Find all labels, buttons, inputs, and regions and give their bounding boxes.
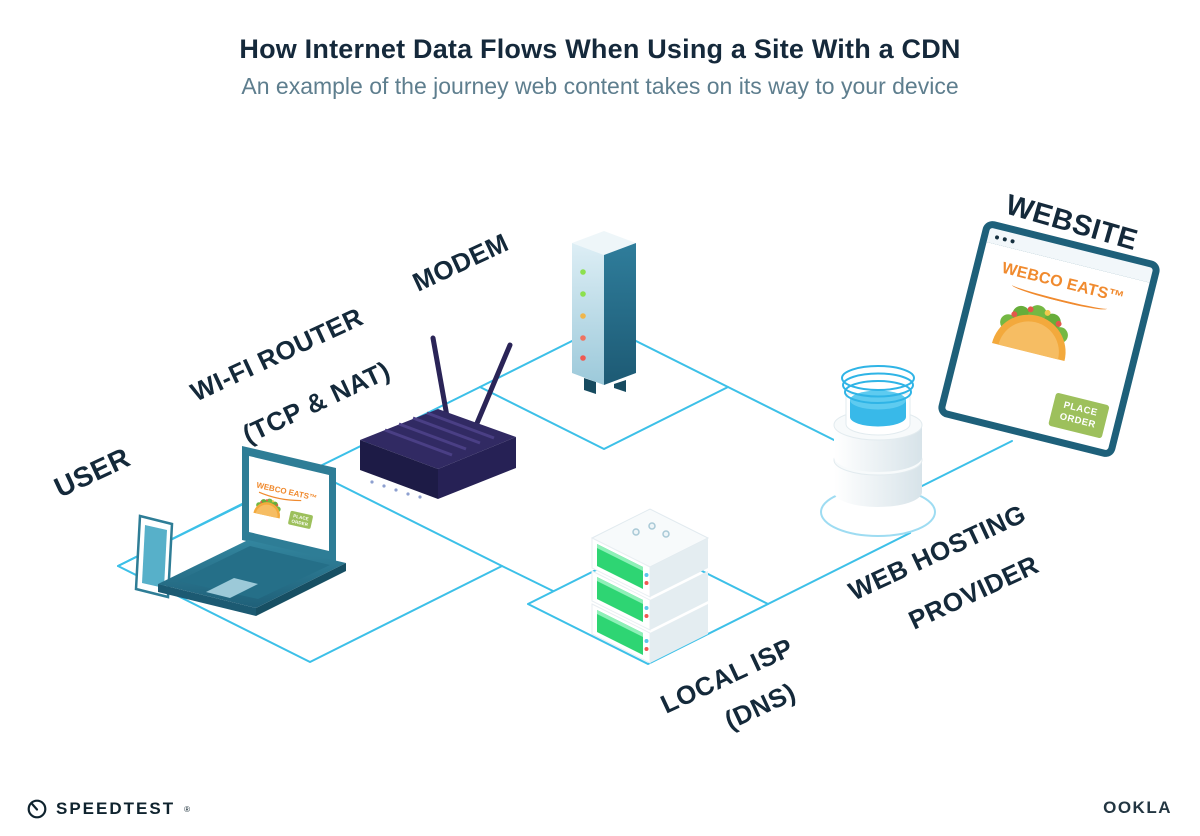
browser-dot xyxy=(1010,238,1016,244)
server-top-ports xyxy=(632,522,670,538)
speedtest-wordmark: SPEEDTEST xyxy=(56,799,176,818)
modem-illustration xyxy=(572,231,636,394)
server-2-side xyxy=(650,571,708,630)
phone-screen xyxy=(142,525,167,588)
isp-to-hosting-line xyxy=(767,532,911,605)
server-3-side xyxy=(650,604,708,663)
modem-front xyxy=(572,243,604,385)
laptop-order-button-line1: PLACE xyxy=(293,513,310,521)
server-1-panel xyxy=(597,544,643,589)
router-front xyxy=(360,440,438,499)
server-1-side xyxy=(650,538,708,597)
user-to-isp-line xyxy=(501,565,554,592)
server-1-panel-highlight xyxy=(597,544,643,571)
ookla-logo: OOKLA xyxy=(1103,798,1172,817)
modem-foot-left xyxy=(584,378,596,394)
isp-server-illustration xyxy=(590,508,710,664)
header: How Internet Data Flows When Using a Sit… xyxy=(0,34,1200,100)
page-subtitle: An example of the journey web content ta… xyxy=(241,73,959,99)
speedtest-gauge-icon xyxy=(27,799,47,819)
server-3-panel-highlight xyxy=(597,610,643,637)
server-2-led-red xyxy=(644,614,649,618)
router-antenna-left xyxy=(430,335,451,425)
page-title: How Internet Data Flows When Using a Sit… xyxy=(239,34,961,64)
server-2-panel xyxy=(597,577,643,622)
laptop-keyboard xyxy=(178,546,330,599)
modem-side xyxy=(604,243,636,385)
server-2-led-blue xyxy=(644,606,649,610)
laptop-order-button-line2: ORDER xyxy=(291,519,309,528)
server-3-led-blue xyxy=(644,639,649,643)
laptop-base-front-edge xyxy=(158,584,256,616)
browser-dot xyxy=(994,234,1000,240)
speedtest-logo: SPEEDTEST ® xyxy=(26,798,190,820)
modem-label: MODEM xyxy=(408,227,513,297)
router-side xyxy=(438,437,516,499)
user-devices-illustration: WEBCO EATS™ PLACE ORDER xyxy=(134,446,346,616)
server-2-panel-highlight xyxy=(597,577,643,604)
place-order-button: PLACE ORDER xyxy=(1048,392,1110,439)
hosting-illustration xyxy=(820,365,936,537)
browser-dot xyxy=(1002,236,1008,242)
laptop-trackpad xyxy=(206,578,258,598)
router-top-grooves xyxy=(384,411,495,457)
router-status-lights xyxy=(370,480,422,499)
speedtest-trademark: ® xyxy=(184,804,190,814)
laptop-brand-underline xyxy=(258,491,302,502)
router-illustration xyxy=(360,335,516,499)
user-label: USER xyxy=(49,442,134,504)
router-antenna-right xyxy=(472,342,513,431)
server-1-led-red xyxy=(644,581,649,585)
server-1-led-blue xyxy=(644,573,649,577)
server-3-panel xyxy=(597,610,643,655)
server-3-led-red xyxy=(644,647,649,651)
laptop-base-right-edge xyxy=(256,563,346,616)
hosting-rings xyxy=(841,365,915,404)
modem-led-lights xyxy=(580,269,586,361)
website-taco-illustration xyxy=(992,296,1077,362)
laptop-place-order-button xyxy=(288,510,313,529)
modem-foot-right xyxy=(614,380,626,392)
